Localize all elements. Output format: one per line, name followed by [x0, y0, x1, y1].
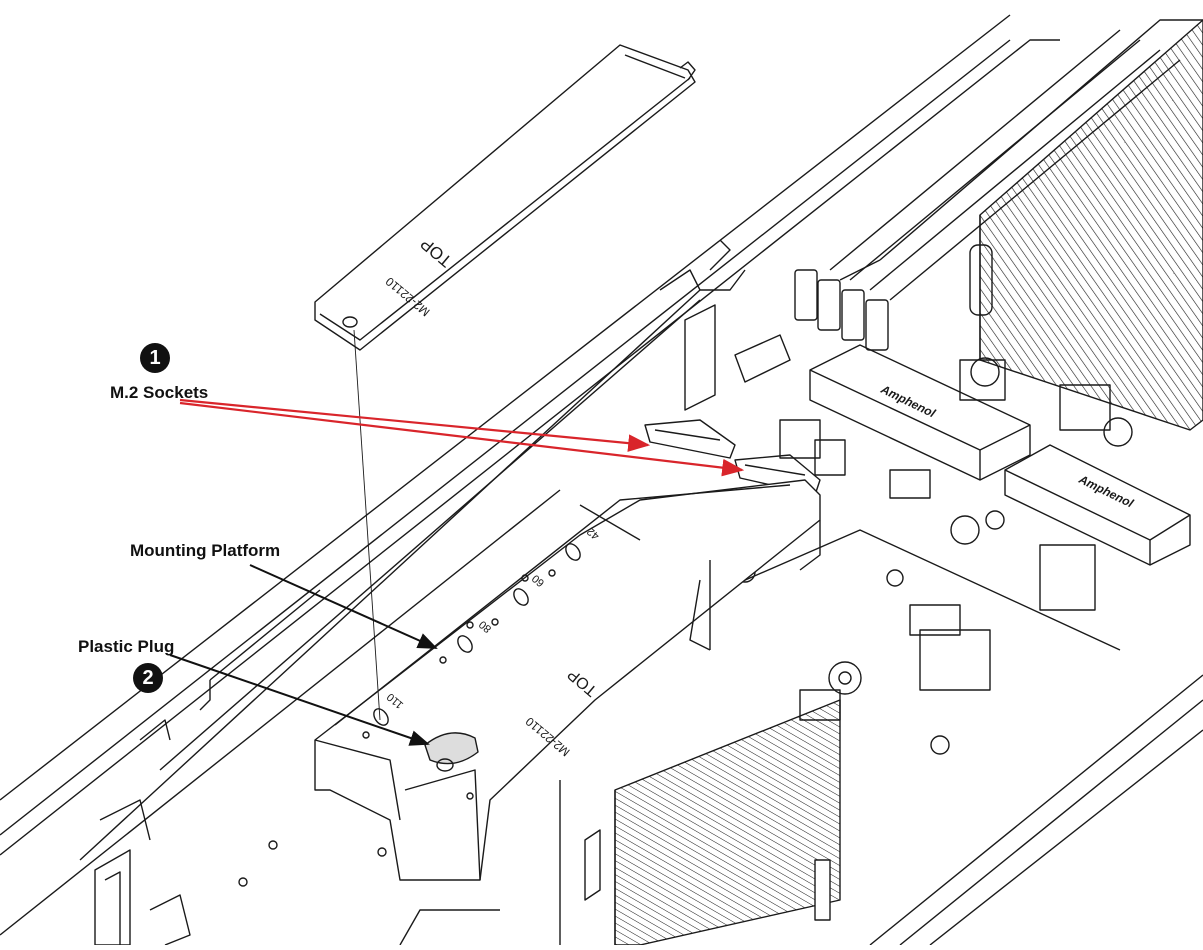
sockets-callout-badge: 1 [140, 343, 170, 373]
chassis-side-wall [869, 674, 1203, 946]
platform-callout-label: Mounting Platform [130, 541, 281, 560]
amphenol-connector [809, 344, 1031, 481]
cpu-heatsink [839, 19, 1203, 431]
chipset-heatsink [614, 699, 841, 946]
riser-bracket [684, 304, 791, 411]
front-connector [94, 799, 601, 946]
plug-callout-arrow [169, 654, 430, 746]
plug-callout-label: Plastic Plug [78, 637, 175, 656]
sockets-callout-arrow [179, 398, 745, 477]
m2-card [314, 44, 696, 351]
sockets-callout-label: M.2 Sockets [110, 383, 209, 402]
m2-socket [644, 419, 736, 459]
platform-callout-arrow [249, 564, 438, 649]
amphenol-connector [1004, 444, 1191, 566]
memory-slots [829, 29, 1181, 301]
dimm-latches [794, 244, 993, 351]
chassis-rail [0, 14, 1060, 936]
mounting-platform [314, 479, 821, 881]
card-guide-line [353, 329, 381, 721]
board-components [734, 357, 1133, 755]
plug-callout-badge: 2 [133, 663, 163, 693]
